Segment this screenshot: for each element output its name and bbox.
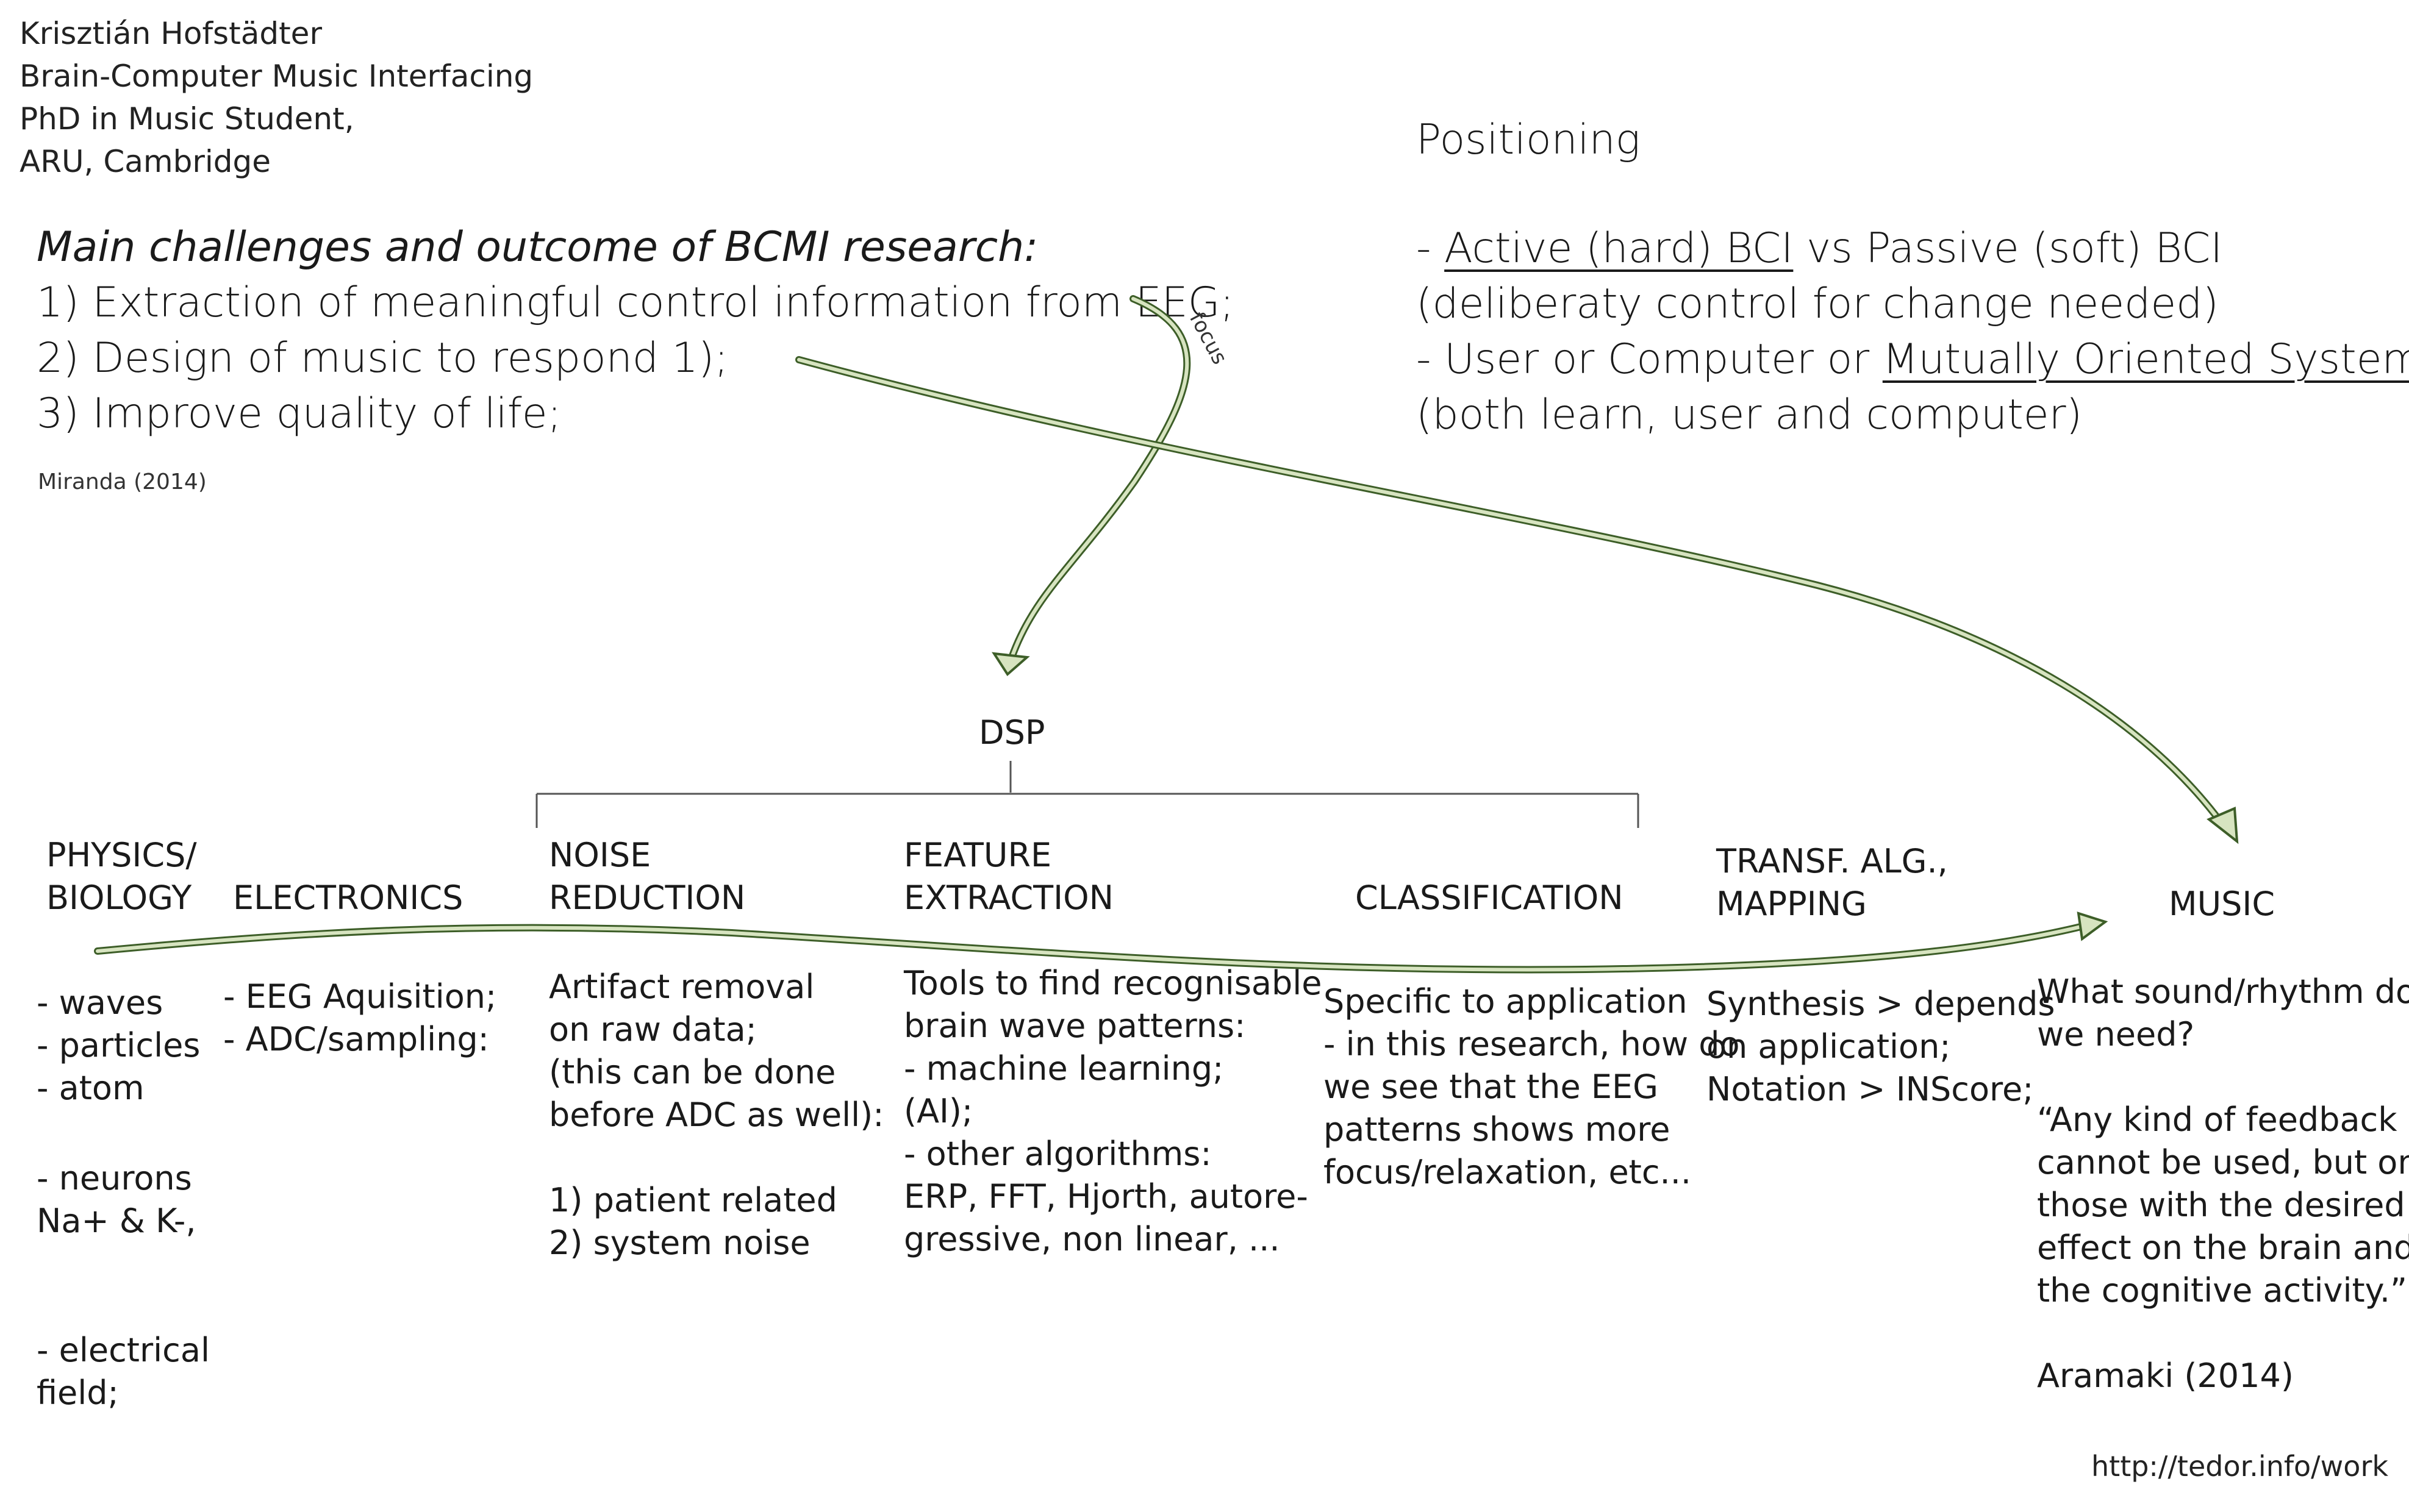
detail-ions: Na+ & K-, <box>37 1202 196 1240</box>
detail-waves: - waves <box>37 983 163 1022</box>
positioning-line-2: (deliberaty control for change needed) <box>1416 280 2219 328</box>
classification-detail: Specific to application - in this resear… <box>1323 980 1740 1194</box>
author-degree: PhD in Music Student, <box>20 101 354 137</box>
noise-line: on raw data; <box>549 1010 757 1049</box>
noise-line: 1) patient related <box>549 1181 837 1219</box>
stage-reduction-line: REDUCTION <box>549 879 746 917</box>
detail-eeg-acquisition: - EEG Aquisition; <box>223 977 497 1016</box>
pipeline-arrowhead <box>2077 911 2108 941</box>
physics-detail-b: - neurons Na+ & K-, <box>37 1157 196 1243</box>
music-arrowhead <box>2207 807 2239 844</box>
stage-biology-line: BIOLOGY <box>46 879 192 917</box>
positioning-line-1: - Active (hard) BCI vs Passive (soft) BC… <box>1416 221 2409 276</box>
noise-detail: Artifact removal on raw data; (this can … <box>549 966 884 1264</box>
positioning-block: - Active (hard) BCI vs Passive (soft) BC… <box>1416 221 2409 443</box>
dsp-label: DSP <box>979 713 1045 752</box>
detail-field: field; <box>37 1374 119 1412</box>
focus-arrowhead <box>992 652 1030 677</box>
feature-line: - other algorithms: <box>904 1135 1212 1173</box>
music-quote-line: cannot be used, but only <box>2037 1143 2409 1182</box>
feature-line: gressive, non linear, ... <box>904 1220 1280 1258</box>
classification-line: - in this research, how do <box>1323 1025 1740 1063</box>
stage-mapping-line: MAPPING <box>1716 885 1867 923</box>
detail-neurons: - neurons <box>37 1159 192 1197</box>
stage-classification: CLASSIFICATION <box>1355 879 1623 917</box>
author-institution: ARU, Cambridge <box>20 144 271 179</box>
feature-line: Tools to find recognisable <box>904 964 1322 1002</box>
challenge-item-2: 2) Design of music to respond 1); <box>37 334 729 382</box>
music-quote-line: effect on the brain and <box>2037 1228 2409 1267</box>
transf-line: Notation > INScore; <box>1706 1070 2034 1108</box>
stage-noise-line: NOISE <box>549 836 651 874</box>
challenges-intro: Main challenges and outcome of BCMI rese… <box>37 223 1039 271</box>
detail-adc-sampling: - ADC/sampling: <box>223 1020 489 1058</box>
classification-line: we see that the EEG <box>1323 1068 1658 1106</box>
noise-line: (this can be done <box>549 1053 836 1091</box>
positioning-line-4: (both learn, user and computer) <box>1416 391 2083 439</box>
author-name: Krisztián Hofstädter <box>20 16 322 51</box>
stage-electronics: ELECTRONICS <box>233 879 464 917</box>
detail-atom: - atom <box>37 1069 145 1107</box>
transf-detail: Synthesis > depends on application; Nota… <box>1706 983 2055 1111</box>
classification-line: Specific to application <box>1323 982 1688 1021</box>
feature-line: - machine learning; <box>904 1049 1224 1088</box>
classification-line: patterns shows more <box>1323 1110 1670 1149</box>
detail-particles: - particles <box>37 1026 201 1064</box>
physics-detail-a: - waves - particles - atom <box>37 982 200 1110</box>
noise-line: 2) system noise <box>549 1224 811 1262</box>
focus-arrow <box>992 295 1191 677</box>
stage-extraction-line: EXTRACTION <box>904 879 1114 917</box>
stage-physics-line: PHYSICS/ <box>46 836 197 874</box>
stage-transf-line: TRANSF. ALG., <box>1716 842 1948 880</box>
dsp-bracket <box>535 761 1639 828</box>
music-quote-line: the cognitive activity.” <box>2037 1271 2408 1310</box>
challenge-item-1: 1) Extraction of meaningful control info… <box>37 279 1234 327</box>
music-line: we need? <box>2037 1015 2195 1054</box>
positioning-line-3: - User or Computer or Mutually Oriented … <box>1416 332 2409 387</box>
noise-line: before ADC as well): <box>549 1096 884 1134</box>
positioning-dash: - <box>1416 224 1445 273</box>
active-bci-text: Active (hard) BCI <box>1444 224 1794 273</box>
design-music-arrow <box>795 356 2239 844</box>
stage-noise-reduction: NOISE REDUCTION <box>549 834 745 919</box>
pipeline-arrow <box>94 911 2108 974</box>
transf-line: on application; <box>1706 1027 1951 1066</box>
stage-music: MUSIC <box>2169 885 2275 923</box>
challenges-citation: Miranda (2014) <box>38 469 207 494</box>
challenge-item-3: 3) Improve quality of life; <box>37 390 562 438</box>
stage-feature-extraction: FEATURE EXTRACTION <box>904 834 1114 919</box>
stage-feature-line: FEATURE <box>904 836 1052 874</box>
music-citation: Aramaki (2014) <box>2037 1357 2294 1395</box>
feature-line: ERP, FFT, Hjorth, autore- <box>904 1177 1308 1216</box>
mutually-oriented-text: Mutually Oriented System <box>1882 335 2409 383</box>
author-block: Krisztián Hofstädter Brain-Computer Musi… <box>20 12 533 183</box>
feature-detail: Tools to find recognisable brain wave pa… <box>904 962 1322 1261</box>
stage-physics-biology: PHYSICS/ BIOLOGY <box>46 834 197 919</box>
music-quote-line: “Any kind of feedback <box>2037 1100 2397 1139</box>
source-url[interactable]: http://tedor.info/work <box>2091 1450 2388 1483</box>
detail-electrical: - electrical <box>37 1331 210 1369</box>
user-computer-text: - User or Computer or <box>1416 335 1883 383</box>
feature-line: brain wave patterns: <box>904 1007 1246 1045</box>
music-quote-line: those with the desired <box>2037 1186 2405 1224</box>
physics-detail-c: - electrical field; <box>37 1329 210 1414</box>
stage-transf-mapping: TRANSF. ALG., MAPPING <box>1716 840 1948 925</box>
electronics-detail: - EEG Aquisition; - ADC/sampling: <box>223 975 496 1061</box>
transf-line: Synthesis > depends <box>1706 985 2055 1023</box>
author-topic: Brain-Computer Music Interfacing <box>20 59 534 94</box>
music-detail: What sound/rhythm do we need? “Any kind … <box>2037 971 2409 1397</box>
music-line: What sound/rhythm do <box>2037 972 2409 1011</box>
focus-label: focus <box>1184 308 1232 368</box>
classification-line: focus/relaxation, etc... <box>1323 1153 1692 1191</box>
noise-line: Artifact removal <box>549 968 815 1006</box>
feature-line: (AI); <box>904 1092 973 1130</box>
positioning-title: Positioning <box>1416 116 1641 164</box>
challenges-block: Main challenges and outcome of BCMI rese… <box>37 219 1234 441</box>
passive-bci-text: vs Passive (soft) BCI <box>1793 224 2223 273</box>
